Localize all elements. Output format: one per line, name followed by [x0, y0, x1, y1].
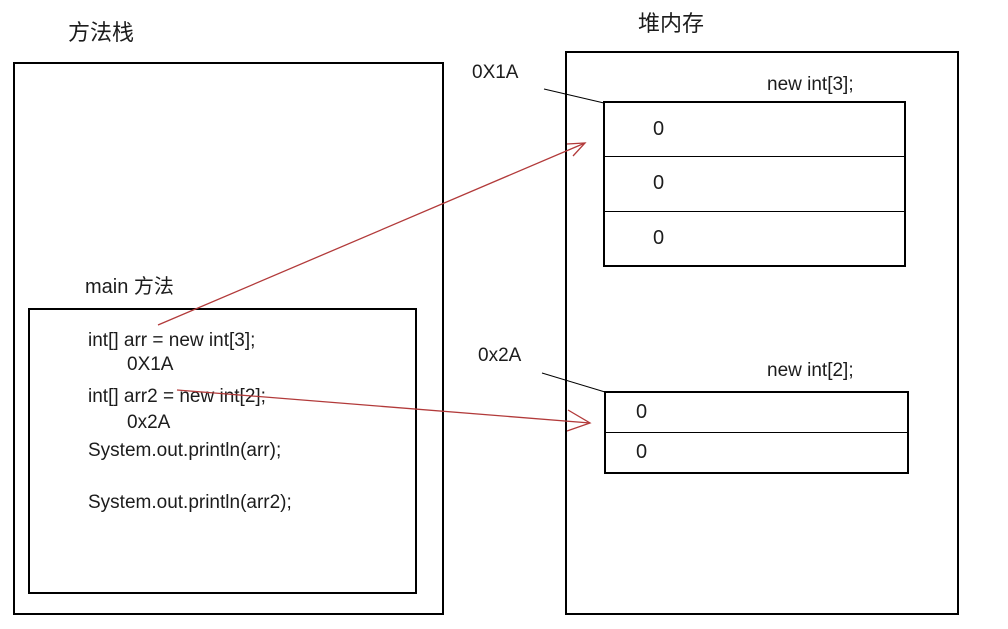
heap-title: 堆内存 [638, 11, 705, 36]
array2-cell-0: 0 [606, 393, 907, 433]
code-line-println-arr: System.out.println(arr); [88, 440, 282, 461]
array1-box: 0 0 0 [603, 101, 906, 267]
array1-new-label: new int[3]; [767, 74, 854, 95]
array1-cell-2: 0 [653, 226, 665, 249]
array2-box: 0 0 [604, 391, 909, 474]
array2-new-label: new int[2]; [767, 360, 854, 381]
code-line-arr2-address: 0x2A [127, 412, 171, 433]
code-line-arr2-declaration: int[] arr2 = new int[2]; [88, 386, 266, 407]
array1-cell-0: 0 [605, 103, 904, 158]
main-method-frame [28, 308, 417, 594]
code-line-arr-declaration: int[] arr = new int[3]; [88, 330, 256, 351]
array1-address-label: 0X1A [472, 62, 519, 83]
stack-title: 方法栈 [68, 20, 135, 45]
array2-address-label: 0x2A [478, 345, 522, 366]
main-method-label: main 方法 [85, 276, 174, 298]
code-line-println-arr2: System.out.println(arr2); [88, 492, 292, 513]
array2-cell-1: 0 [636, 441, 648, 463]
array1-cell-1: 0 [605, 157, 904, 212]
code-line-arr-address: 0X1A [127, 354, 174, 375]
